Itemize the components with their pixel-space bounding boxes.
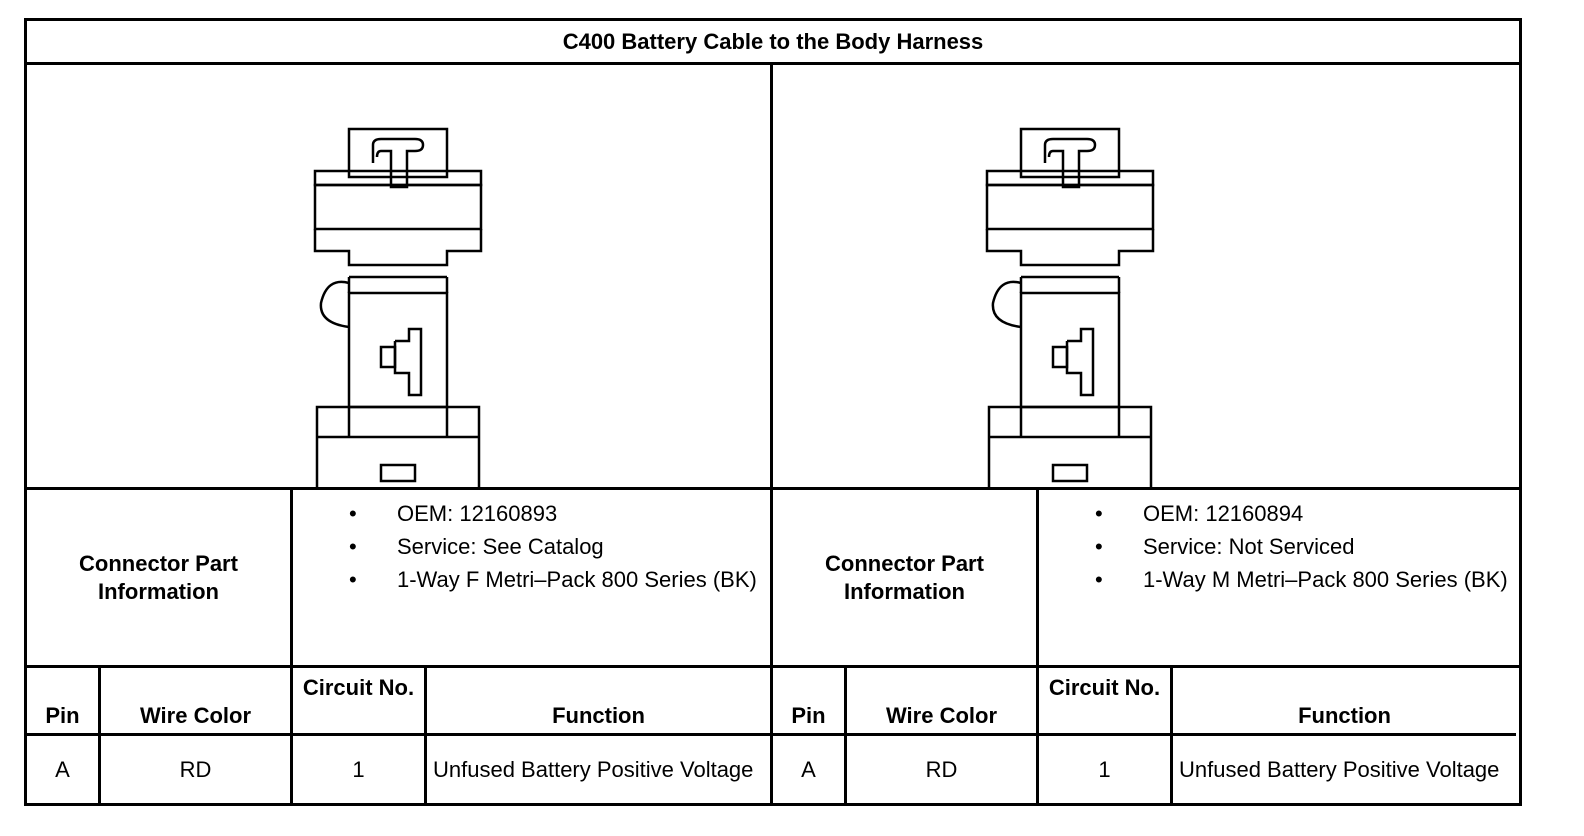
function-value: Unfused Battery Positive Voltage [433, 757, 754, 782]
circuit-value: 1 [352, 756, 365, 782]
pin-value: A [55, 756, 70, 782]
connector-info-label: Connector Part Information [27, 490, 293, 665]
function-value: Unfused Battery Positive Voltage [1179, 757, 1500, 782]
connector-info-list: •OEM: 12160893 •Service: See Catalog •1-… [293, 490, 770, 665]
circuit-column: Circuit No. 1 [293, 668, 427, 806]
connector-face-drawing [313, 127, 483, 490]
circuit-header: Circuit No. [293, 668, 424, 736]
function-column: Function Unfused Battery Positive Voltag… [1173, 668, 1516, 806]
connector-sheet: C400 Battery Cable to the Body Harness [24, 18, 1522, 806]
info-item-description: •1-Way F Metri–Pack 800 Series (BK) [349, 567, 757, 592]
info-item-description: •1-Way M Metri–Pack 800 Series (BK) [1095, 567, 1508, 592]
info-item-service: •Service: See Catalog [349, 534, 604, 559]
bullet-icon: • [1095, 501, 1103, 526]
function-header: Function [1173, 668, 1516, 736]
wire-color-value: RD [925, 756, 958, 782]
info-item-oem: •OEM: 12160893 [349, 501, 558, 526]
bullet-icon: • [1095, 567, 1103, 592]
pin-table: Pin A Wire Color RD Circuit No. 1 Functi… [27, 668, 770, 806]
bullet-icon: • [349, 567, 357, 592]
pin-column: Pin A [773, 668, 847, 806]
circuit-header: Circuit No. [1039, 668, 1170, 736]
circuit-column: Circuit No. 1 [1039, 668, 1173, 806]
circuit-value: 1 [1098, 756, 1111, 782]
pin-column: Pin A [27, 668, 101, 806]
pin-value: A [801, 756, 816, 782]
connector-face-drawing [985, 127, 1155, 490]
connector-drawing-cell [773, 65, 1519, 490]
wire-color-header: Wire Color [101, 668, 290, 736]
function-header: Function [427, 668, 770, 736]
wire-color-value: RD [179, 756, 212, 782]
connector-info-list: •OEM: 12160894 •Service: Not Serviced •1… [1039, 490, 1519, 665]
pin-table: Pin A Wire Color RD Circuit No. 1 Functi… [773, 668, 1519, 806]
wire-color-column: Wire Color RD [847, 668, 1039, 806]
connector-panel-right: Connector Part Information •OEM: 1216089… [773, 65, 1519, 806]
sheet-title: C400 Battery Cable to the Body Harness [27, 21, 1519, 65]
bullet-icon: • [1095, 534, 1103, 559]
info-item-oem: •OEM: 12160894 [1095, 501, 1304, 526]
wire-color-header: Wire Color [847, 668, 1036, 736]
pin-header: Pin [27, 668, 98, 736]
connector-info-row: Connector Part Information •OEM: 1216089… [27, 490, 770, 668]
info-item-service: •Service: Not Serviced [1095, 534, 1355, 559]
connector-info-label: Connector Part Information [773, 490, 1039, 665]
bullet-icon: • [349, 534, 357, 559]
connector-panel-left: Connector Part Information •OEM: 1216089… [27, 65, 773, 806]
connector-drawing-cell [27, 65, 770, 490]
pin-header: Pin [773, 668, 844, 736]
connector-info-row: Connector Part Information •OEM: 1216089… [773, 490, 1519, 668]
function-column: Function Unfused Battery Positive Voltag… [427, 668, 770, 806]
bullet-icon: • [349, 501, 357, 526]
wire-color-column: Wire Color RD [101, 668, 293, 806]
